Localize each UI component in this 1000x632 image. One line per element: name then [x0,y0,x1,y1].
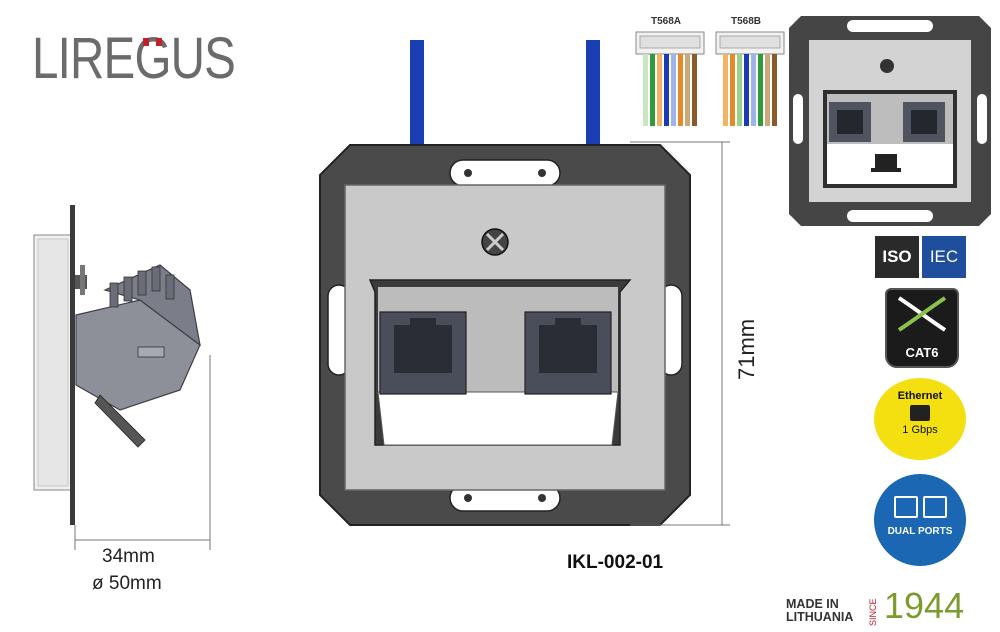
made-in-line1: MADE IN [786,597,839,611]
cat6-label: CAT6 [905,345,939,360]
iso-badge: ISO [875,236,919,278]
dual-port-icons [874,496,966,518]
made-in-line2: LITHUANIA [786,610,854,624]
side-view-drawing [33,205,211,550]
diameter-dimension: ø 50mm [92,573,162,594]
since-year: 1944 [884,585,965,626]
depth-dimension: 34mm [102,546,155,567]
model-number: IKL-002-01 [567,552,664,573]
dual-ports-label: DUAL PORTS [887,526,953,537]
port-icon [922,496,947,518]
logo-red-mark-left [143,38,149,46]
t568a-label: T568A [651,16,682,27]
dual-ports-badge: DUAL PORTS [874,474,966,566]
t568a-diagram [635,31,705,126]
t568b-diagram [715,31,785,126]
t568b-label: T568B [731,16,762,27]
logo-red-mark-right [156,38,162,46]
ethernet-port-icon [910,405,930,421]
cable-cross-icon [897,296,947,332]
ethernet-badge: Ethernet 1 Gbps [874,378,966,460]
cat6-badge: CAT6 [885,288,959,368]
iec-badge: IEC [922,236,966,278]
brand-logo: LIREGUS [32,30,236,88]
port-icon [893,496,918,518]
product-thumbnail [789,16,991,226]
height-dimension: 71mm [734,318,759,380]
front-view-drawing [319,40,730,526]
since-label: SINCE [868,598,878,626]
made-in-label: MADE IN LITHUANIA [786,598,853,624]
ethernet-speed: 1 Gbps [902,424,938,436]
ethernet-title: Ethernet [897,390,943,402]
brand-name: LIREGUS [32,26,236,91]
